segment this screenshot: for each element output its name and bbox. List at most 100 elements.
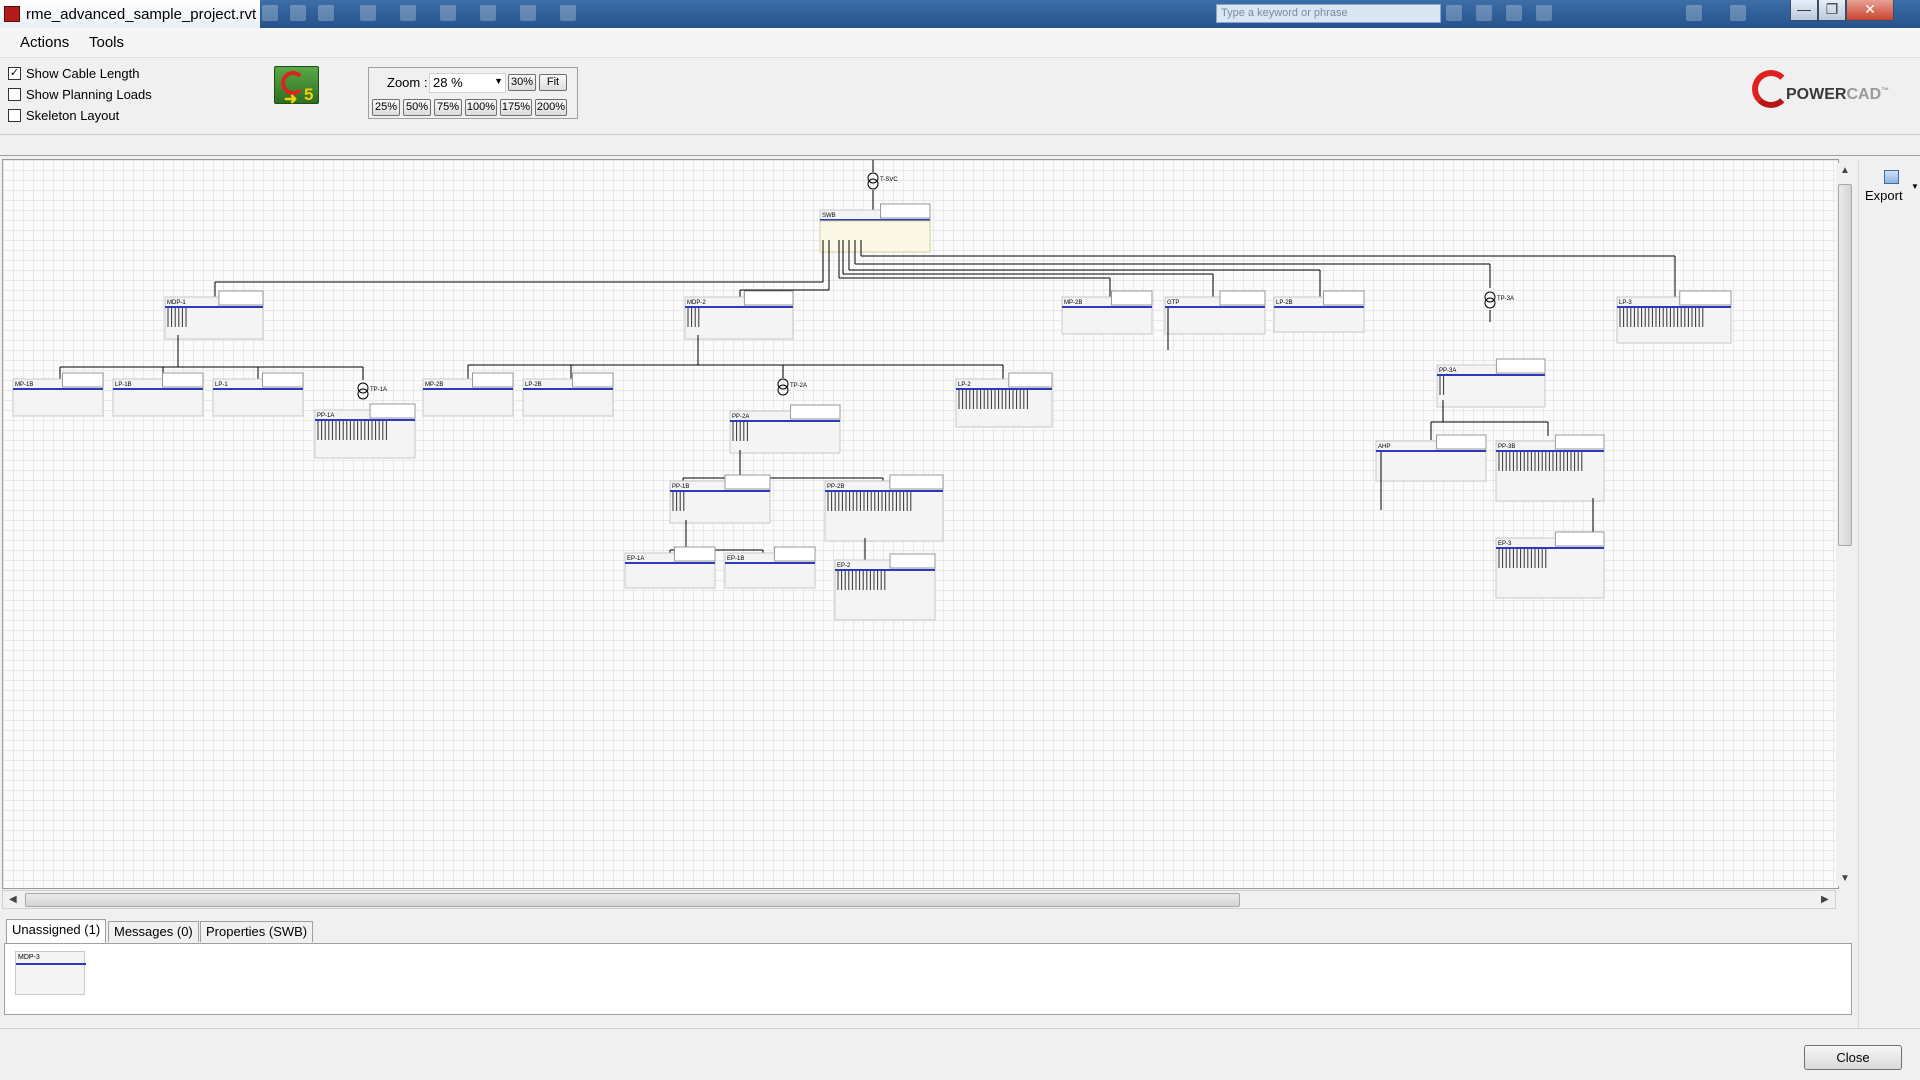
diagram-label: LP-1 <box>215 382 228 388</box>
bottom-panel: Unassigned (1) Messages (0) Properties (… <box>0 916 1858 1026</box>
undo-icon[interactable] <box>290 5 306 21</box>
checkbox-icon[interactable] <box>8 108 21 122</box>
transformer-icon <box>1484 297 1496 309</box>
skeleton-layout-checkbox[interactable]: Skeleton Layout <box>8 106 119 124</box>
transformer-icon <box>867 172 879 184</box>
binoculars-icon[interactable] <box>1446 5 1462 21</box>
panel-info-box <box>889 553 936 569</box>
diagram-label: EP-1A <box>627 556 644 562</box>
zoom-group: Zoom : 28 % ▼ 30% Fit 25% 50% 75% 100% 1… <box>368 67 578 119</box>
zoom-75-button[interactable]: 75% <box>434 99 462 116</box>
horizontal-scrollbar[interactable]: ◀ ▶ <box>2 890 1836 909</box>
sync-icon[interactable] <box>480 5 496 21</box>
panel-info-box <box>790 404 841 420</box>
diagram-label: EP-3 <box>1498 541 1512 547</box>
refresh-load-icon[interactable]: ➜ 5 <box>274 66 319 108</box>
diagram-label: LP-3 <box>1619 300 1632 306</box>
diagram-label: GTP <box>1167 300 1179 306</box>
zoom-label: Zoom : <box>387 75 428 90</box>
minimize-button[interactable]: — <box>1790 0 1818 21</box>
tab-messages[interactable]: Messages (0) <box>108 921 199 942</box>
tab-unassigned[interactable]: Unassigned (1) <box>6 919 107 943</box>
zoom-100-button[interactable]: 100% <box>465 99 497 116</box>
exchange-icon[interactable] <box>1686 5 1702 21</box>
export-button[interactable]: Export <box>1865 188 1903 203</box>
scroll-down-icon[interactable]: ▼ <box>1840 873 1850 884</box>
scroll-up-icon[interactable]: ▲ <box>1840 165 1850 176</box>
panel-box[interactable] <box>1164 296 1266 335</box>
unassigned-item[interactable]: MDP-3 <box>15 951 86 995</box>
save-icon[interactable] <box>262 5 278 21</box>
zoom-50-button[interactable]: 50% <box>403 99 431 116</box>
panel-info-box <box>724 474 771 490</box>
panel-info-box <box>880 203 931 219</box>
scroll-left-icon[interactable]: ◀ <box>9 894 17 905</box>
unassigned-panel: MDP-3 <box>4 943 1852 1015</box>
panel-info-box <box>62 372 104 388</box>
checkbox-icon[interactable]: ✓ <box>8 66 21 80</box>
diagram-label: EP-1B <box>727 556 744 562</box>
show-cable-length-checkbox[interactable]: ✓ Show Cable Length <box>8 64 139 82</box>
zoom-combo[interactable]: 28 % ▼ <box>429 73 506 93</box>
transformer-icon <box>777 378 789 390</box>
help-icon[interactable] <box>1730 5 1746 21</box>
star-icon[interactable] <box>1506 5 1522 21</box>
panel-info-box <box>1554 531 1605 547</box>
transformer-icon <box>777 384 789 396</box>
diagram-label: MP-2B <box>1064 300 1082 306</box>
diagram-label: PP-3A <box>1439 368 1456 374</box>
chevron-down-icon[interactable]: ▼ <box>494 76 503 86</box>
vertical-scroll-thumb[interactable] <box>1838 184 1852 546</box>
tab-properties[interactable]: Properties (SWB) <box>200 921 314 942</box>
diagram-label: PP-3B <box>1498 444 1515 450</box>
diagram-label: T-SVC <box>880 177 898 183</box>
vertical-scrollbar[interactable]: ▲ ▼ <box>1836 163 1853 886</box>
diagram-label: LP-2 <box>958 382 971 388</box>
measure-icon[interactable] <box>360 5 376 21</box>
panel-info-box <box>674 546 716 562</box>
text-icon[interactable] <box>400 5 416 21</box>
view-icon[interactable] <box>440 5 456 21</box>
selected-highlight <box>819 220 931 253</box>
menu-actions[interactable]: Actions <box>20 34 70 51</box>
zoom-25-button[interactable]: 25% <box>372 99 400 116</box>
diagram-label: TP-1A <box>370 387 387 393</box>
user-icon[interactable] <box>1536 5 1552 21</box>
transformer-icon <box>867 178 879 190</box>
panel-info-box <box>743 290 794 306</box>
toolbar: ✓ Show Cable Length Show Planning Loads … <box>0 58 1920 136</box>
zoom-30-button[interactable]: 30% <box>508 74 536 91</box>
panel-info-box <box>162 372 204 388</box>
subscription-icon[interactable] <box>1476 5 1492 21</box>
redo-icon[interactable] <box>318 5 334 21</box>
scroll-right-icon[interactable]: ▶ <box>1821 894 1829 905</box>
horizontal-scroll-thumb[interactable] <box>25 893 1240 907</box>
diagram-label: MDP-2 <box>687 300 706 306</box>
maximize-button[interactable]: ❐ <box>1818 0 1846 21</box>
diagram-label: TP-2A <box>790 383 807 389</box>
zoom-200-button[interactable]: 200% <box>535 99 567 116</box>
zoom-fit-button[interactable]: Fit <box>539 74 567 91</box>
export-panel: ▼ Export <box>1858 160 1920 1040</box>
close-view-icon[interactable] <box>520 5 536 21</box>
search-input[interactable]: Type a keyword or phrase <box>1216 4 1441 23</box>
export-image-icon[interactable] <box>1884 170 1899 184</box>
close-window-button[interactable]: ✕ <box>1846 0 1894 21</box>
panel-info-box <box>472 372 514 388</box>
menu-tools[interactable]: Tools <box>89 34 125 51</box>
checkbox-icon[interactable] <box>8 87 21 101</box>
chevron-down-icon[interactable]: ▼ <box>1911 182 1919 191</box>
transformer-icon <box>357 382 369 394</box>
panel-info-box <box>1495 358 1546 374</box>
app-icon <box>4 6 20 22</box>
panel-info-box <box>1554 434 1605 450</box>
switch-window-icon[interactable] <box>560 5 576 21</box>
zoom-175-button[interactable]: 175% <box>500 99 532 116</box>
diagram-label: MP-2B <box>425 382 443 388</box>
close-button[interactable]: Close <box>1804 1045 1902 1070</box>
show-planning-loads-checkbox[interactable]: Show Planning Loads <box>8 85 152 103</box>
panel-info-box <box>262 372 304 388</box>
zoom-value: 28 % <box>433 75 463 90</box>
